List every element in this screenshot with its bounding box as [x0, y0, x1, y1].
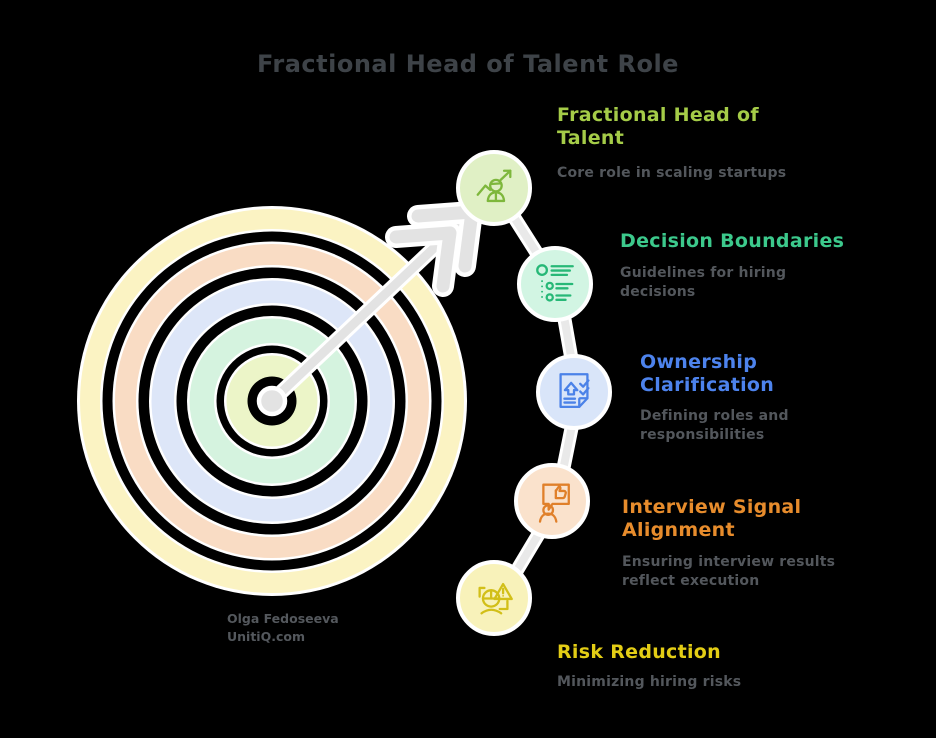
step-heading-decision-boundaries: Decision Boundaries	[620, 230, 845, 252]
step-description-fractional-head-of-talent: Core role in scaling startups	[557, 165, 787, 181]
page-title: Fractional Head of Talent Role	[257, 50, 679, 78]
step-description-ownership-clarification: Defining roles and responsibilities	[640, 408, 789, 443]
node-interview-signal-alignment	[514, 463, 590, 539]
step-heading-fractional-head-of-talent: Fractional Head of Talent	[557, 104, 759, 150]
attribution: Olga Fedoseeva UnitiQ.com	[227, 610, 339, 646]
node-fractional-head-of-talent	[456, 150, 532, 226]
arrow-tip-dot	[256, 385, 288, 417]
node-risk-reduction	[456, 560, 532, 636]
growth-person-icon	[471, 165, 517, 211]
step-heading-ownership-clarification: Ownership Clarification	[640, 351, 775, 397]
step-heading-risk-reduction: Risk Reduction	[557, 641, 721, 663]
node-decision-boundaries	[517, 246, 593, 322]
attribution-site: UnitiQ.com	[227, 629, 305, 645]
document-checks-icon	[551, 369, 597, 415]
step-description-risk-reduction: Minimizing hiring risks	[557, 674, 742, 690]
feedback-bubble-person-icon	[529, 478, 575, 524]
attribution-author: Olga Fedoseeva	[227, 611, 339, 626]
risk-warning-icon	[471, 575, 517, 621]
step-heading-interview-signal-alignment: Interview Signal Alignment	[622, 496, 802, 542]
checklist-icon	[532, 261, 578, 307]
step-description-interview-signal-alignment: Ensuring interview results reflect execu…	[622, 554, 836, 589]
step-description-decision-boundaries: Guidelines for hiring decisions	[620, 265, 787, 300]
node-ownership-clarification	[536, 354, 612, 430]
